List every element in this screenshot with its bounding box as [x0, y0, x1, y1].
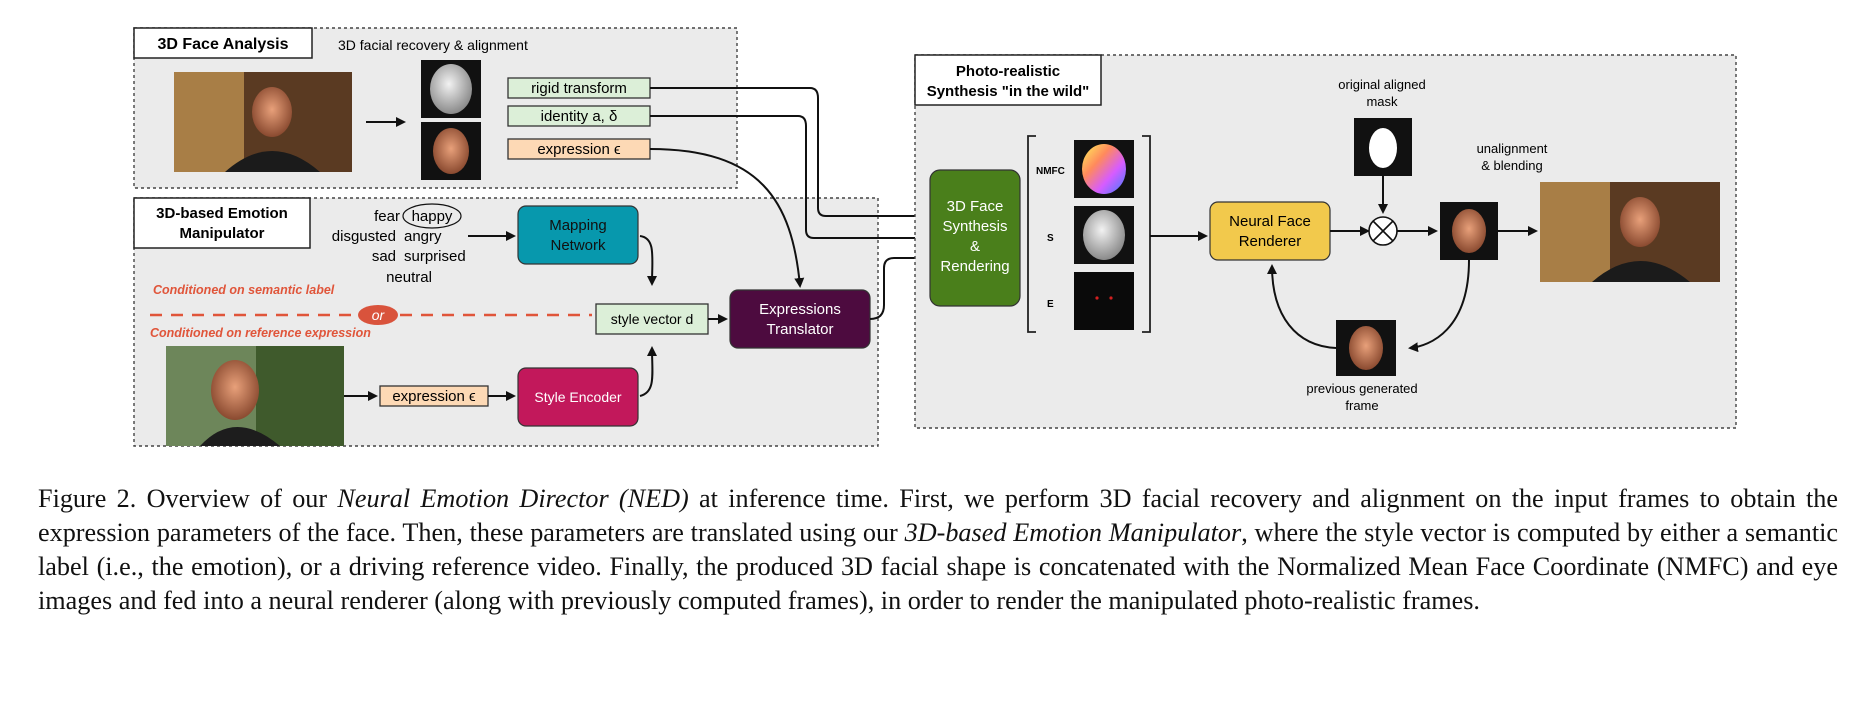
shape-label: S — [1047, 233, 1054, 244]
semantic-label-caption: Conditioned on semantic label — [153, 283, 335, 297]
neural-face-renderer-label-line2: Renderer — [1239, 233, 1302, 250]
previous-frame-label-line2: frame — [1345, 398, 1378, 413]
expression-label: expression ϵ — [537, 141, 621, 158]
input-frame-image — [174, 72, 352, 172]
emotion-happy-highlight — [402, 203, 462, 229]
shape-image — [1074, 206, 1134, 264]
mask-label-line2: mask — [1366, 94, 1398, 109]
arrow-translator-to-synthesis — [869, 253, 928, 320]
or-badge — [358, 305, 398, 325]
style-vector-label: style vector d — [611, 311, 693, 327]
synthesis-title-line1: Photo-realistic — [956, 63, 1060, 80]
reference-frame-image — [166, 346, 344, 446]
synthesis-title-line2: Synthesis "in the wild" — [927, 83, 1090, 100]
caption-part3: , where the style vector is computed by … — [38, 518, 1838, 615]
expressions-translator-block — [729, 289, 871, 349]
face-synthesis-label-line1: 3D Face — [947, 198, 1004, 215]
mapping-network-label-line1: Mapping — [549, 217, 607, 234]
arrow-output-to-previous-frame — [1408, 259, 1470, 353]
emotion-surprised: surprised — [404, 248, 466, 265]
or-label: or — [372, 307, 386, 323]
synthesis-title-box — [914, 54, 1102, 106]
face-analysis-title: 3D Face Analysis — [157, 36, 288, 53]
nmfc-label: NMFC — [1036, 166, 1065, 177]
face-synthesis-label-line4: Rendering — [940, 258, 1009, 275]
arrow-encoder-to-style — [639, 346, 658, 397]
emotion-sad: sad — [372, 248, 396, 265]
recovered-3d-shape-image — [421, 60, 481, 118]
arrow-mapping-to-style — [639, 235, 658, 286]
emotion-neutral: neutral — [386, 269, 432, 286]
expressions-translator-label-line2: Translator — [767, 321, 834, 338]
unalign-label-line2: & blending — [1481, 158, 1542, 173]
caption-part2: at inference time. First, we perform 3D … — [38, 484, 1838, 547]
neural-face-renderer-block — [1209, 201, 1331, 261]
caption-emphasis-ned: Neural Emotion Director (NED) — [337, 484, 689, 513]
caption-part1: Figure 2. Overview of our — [38, 484, 338, 513]
aligned-face-image — [421, 122, 481, 180]
mapping-network-label-line2: Network — [550, 237, 606, 254]
face-analysis-subtitle: 3D facial recovery & alignment — [338, 37, 528, 53]
emotion-manipulator-title-line1: 3D-based Emotion — [156, 205, 288, 222]
emotion-happy: happy — [412, 208, 453, 225]
bracket-left — [1027, 135, 1036, 333]
previous-frame-label-line1: previous generated — [1306, 381, 1417, 396]
mapping-network-block — [517, 205, 639, 265]
previous-frame-image — [1336, 320, 1396, 376]
arrow-rigid-to-synthesis — [650, 87, 928, 221]
bracket-right — [1142, 135, 1151, 333]
face-synthesis-block — [929, 169, 1021, 307]
expressions-translator-label-line1: Expressions — [759, 301, 841, 318]
style-vector-box — [595, 303, 709, 335]
final-frame-image — [1540, 182, 1720, 282]
emotion-fear: fear — [374, 208, 400, 225]
face-synthesis-label-line2: Synthesis — [942, 218, 1007, 235]
face-synthesis-label-line3: & — [970, 238, 980, 255]
reference-expression-label: expression ϵ — [392, 388, 476, 405]
emotion-manipulator-title-box — [133, 197, 311, 249]
nmfc-image — [1074, 140, 1134, 198]
aligned-mask-image — [1354, 118, 1412, 176]
face-analysis-title-box — [133, 27, 313, 59]
unalign-label-line1: unalignment — [1477, 141, 1548, 156]
neural-face-renderer-label-line1: Neural Face — [1229, 213, 1311, 230]
arrow-identity-to-synthesis — [650, 115, 928, 243]
emotion-angry: angry — [404, 228, 442, 245]
style-encoder-block — [517, 367, 639, 427]
generated-face-image — [1440, 202, 1498, 260]
reference-label-caption: Conditioned on reference expression — [150, 326, 371, 340]
style-encoder-label: Style Encoder — [534, 389, 621, 405]
rigid-transform-label: rigid transform — [531, 80, 627, 97]
emotion-manipulator-title-line2: Manipulator — [180, 225, 265, 242]
arrow-previous-to-renderer — [1267, 264, 1337, 349]
eyes-image — [1074, 272, 1134, 330]
eyes-label: E — [1047, 299, 1054, 310]
caption-emphasis-manipulator: 3D-based Emotion Manipulator — [904, 518, 1242, 547]
mask-label-line1: original aligned — [1338, 77, 1425, 92]
figure-caption: Figure 2. Overview of our Neural Emotion… — [38, 482, 1838, 618]
arrow-expression-to-translator — [649, 148, 805, 288]
multiply-icon — [1368, 216, 1398, 246]
identity-label: identity a, δ — [541, 108, 618, 125]
emotion-disgusted: disgusted — [332, 228, 396, 245]
